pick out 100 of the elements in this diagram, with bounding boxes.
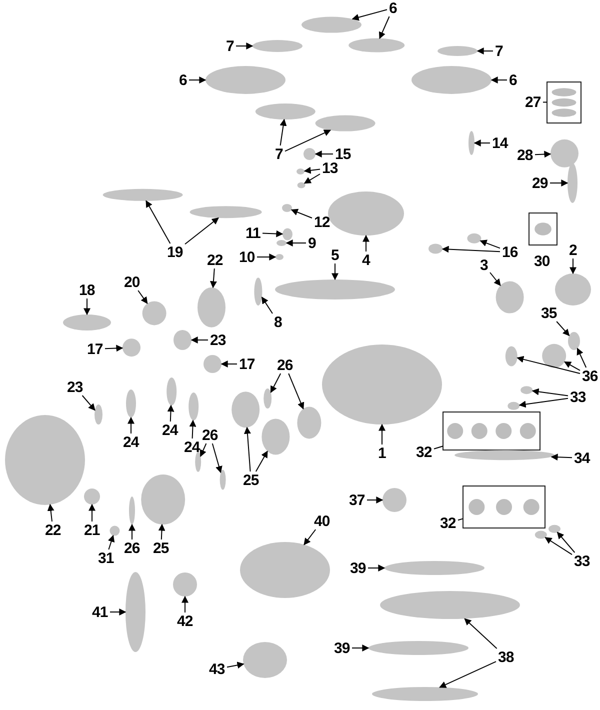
callout-number: 36 bbox=[582, 368, 598, 384]
leader-line bbox=[108, 534, 115, 550]
callout-number: 23 bbox=[210, 332, 226, 348]
part-silhouette bbox=[243, 642, 287, 678]
callout-number: 22 bbox=[207, 252, 223, 268]
leader-line bbox=[104, 344, 124, 352]
part-silhouette bbox=[282, 228, 292, 240]
part-silhouette bbox=[368, 641, 468, 655]
leader-line bbox=[304, 166, 320, 174]
part-silhouette bbox=[94, 404, 102, 424]
part-silhouette bbox=[141, 474, 186, 524]
part-silhouette bbox=[568, 163, 578, 203]
callout-number: 23 bbox=[67, 380, 83, 394]
callout-number: 3 bbox=[480, 258, 488, 272]
callout-number: 21 bbox=[84, 522, 100, 538]
leader-line bbox=[284, 130, 332, 152]
leader-line bbox=[442, 246, 500, 253]
parts-inset-frame bbox=[462, 486, 546, 528]
part-silhouette bbox=[568, 332, 580, 350]
part-silhouette bbox=[190, 206, 262, 218]
leader-line bbox=[439, 661, 496, 688]
callout-number: 25 bbox=[153, 540, 169, 556]
part-silhouette bbox=[254, 278, 262, 306]
callout-number: 37 bbox=[349, 492, 365, 508]
part-silhouette bbox=[63, 314, 111, 330]
callout-number: 33 bbox=[574, 554, 590, 568]
part-silhouette bbox=[302, 16, 362, 33]
callout-number: 33 bbox=[570, 390, 586, 404]
leader-line bbox=[570, 258, 576, 274]
leader-line bbox=[167, 404, 174, 422]
part-silhouette bbox=[206, 66, 286, 94]
callout-number: 7 bbox=[495, 44, 503, 58]
leader-line bbox=[532, 388, 568, 396]
part-silhouette bbox=[322, 344, 442, 424]
part-silhouette bbox=[232, 392, 260, 428]
part-silhouette bbox=[275, 280, 395, 300]
callout-number: 24 bbox=[123, 434, 139, 450]
leader-line bbox=[550, 454, 572, 461]
part-silhouette bbox=[412, 66, 492, 94]
leader-line bbox=[304, 529, 316, 546]
leader-line bbox=[550, 180, 568, 186]
leader-line bbox=[146, 200, 171, 244]
leader-line bbox=[288, 373, 304, 410]
part-silhouette bbox=[496, 281, 524, 314]
callout-number: 8 bbox=[274, 314, 282, 330]
callout-number: 42 bbox=[177, 614, 193, 628]
leader-line bbox=[576, 348, 587, 368]
leader-line bbox=[200, 443, 207, 457]
part-silhouette bbox=[110, 526, 120, 536]
part-silhouette bbox=[173, 572, 197, 596]
callout-number: 17 bbox=[239, 356, 255, 372]
leader-line bbox=[84, 298, 90, 316]
leader-line bbox=[212, 443, 222, 474]
callout-number: 24 bbox=[184, 440, 200, 454]
part-silhouette bbox=[520, 386, 533, 394]
callout-number: 20 bbox=[124, 274, 140, 290]
part-silhouette bbox=[438, 46, 478, 56]
leader-line bbox=[480, 240, 500, 249]
part-silhouette bbox=[174, 330, 192, 350]
part-silhouette bbox=[102, 188, 183, 201]
callout-number: 35 bbox=[541, 306, 557, 320]
leader-line bbox=[368, 564, 386, 572]
callout-number: 15 bbox=[335, 146, 351, 162]
leader-line bbox=[270, 373, 282, 394]
callout-number: 24 bbox=[162, 422, 178, 438]
leader-line bbox=[516, 356, 580, 374]
leader-line bbox=[261, 296, 273, 314]
part-silhouette bbox=[255, 104, 316, 120]
leader-line bbox=[476, 48, 494, 54]
callout-number: 6 bbox=[179, 72, 187, 88]
leader-line bbox=[490, 272, 501, 286]
callout-number: 18 bbox=[79, 282, 95, 298]
part-silhouette bbox=[548, 524, 560, 533]
part-silhouette bbox=[282, 204, 292, 212]
leader-line bbox=[332, 263, 338, 280]
part-silhouette bbox=[467, 233, 482, 244]
part-silhouette bbox=[315, 115, 376, 132]
part-silhouette bbox=[188, 392, 199, 420]
callout-number: 2 bbox=[569, 242, 577, 258]
callout-number: 26 bbox=[202, 428, 218, 442]
callout-number: 17 bbox=[87, 342, 103, 356]
leader-line bbox=[236, 42, 254, 50]
leader-line bbox=[458, 518, 464, 521]
leader-line bbox=[280, 118, 287, 146]
part-silhouette bbox=[296, 168, 304, 174]
leader-line bbox=[88, 504, 96, 522]
parts-inset-frame bbox=[442, 412, 540, 450]
leader-line bbox=[47, 504, 54, 522]
callout-number: 7 bbox=[226, 38, 234, 54]
leader-line bbox=[518, 398, 568, 408]
leader-line bbox=[226, 662, 244, 669]
callout-number: 43 bbox=[209, 662, 225, 676]
callout-number: 16 bbox=[502, 244, 518, 260]
leader-line bbox=[182, 596, 188, 613]
leader-line bbox=[304, 174, 320, 184]
part-silhouette bbox=[555, 274, 591, 306]
part-silhouette bbox=[195, 452, 202, 472]
callout-number: 6 bbox=[509, 72, 517, 88]
callout-number: 31 bbox=[98, 550, 114, 566]
part-silhouette bbox=[142, 301, 166, 326]
